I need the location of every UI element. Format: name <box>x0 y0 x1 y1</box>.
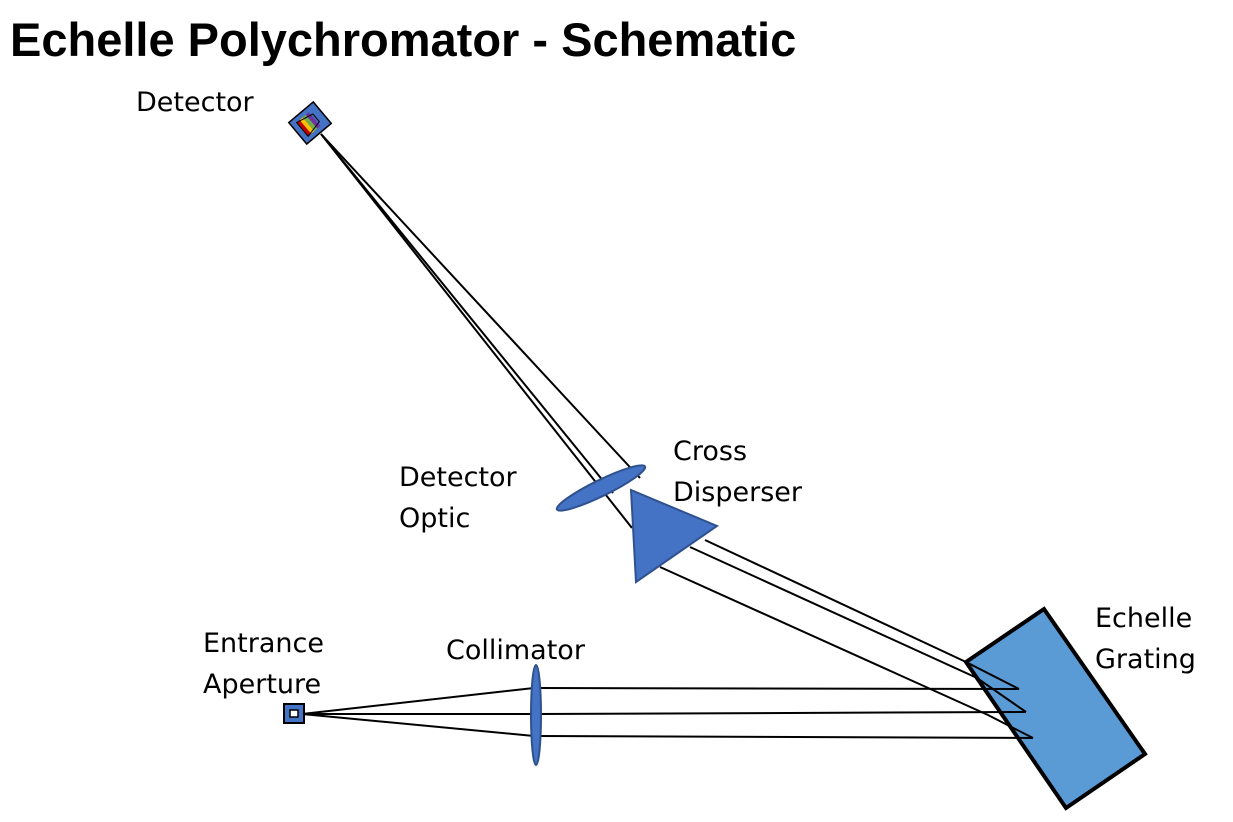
rays-collimated <box>537 687 1034 739</box>
entrance-aperture <box>283 703 305 724</box>
ray-collimated-middle <box>537 711 1027 715</box>
detector-label-line1: Detector <box>136 87 254 118</box>
echelle-grating <box>963 606 1148 811</box>
detector-stripe-yellow <box>299 117 315 134</box>
ray-input-top <box>301 687 535 715</box>
detector-optic-lens <box>555 464 647 512</box>
ray-diffracted-3 <box>659 566 1034 739</box>
page-title: Echelle Polychromator - Schematic <box>10 13 797 66</box>
ray-input-bottom <box>301 713 535 737</box>
detector-optic-label-line2: Optic <box>399 503 471 534</box>
cross-disperser-label: Cross Disperser <box>673 431 802 513</box>
entrance-aperture-label-line1: Entrance <box>203 628 324 659</box>
ray-collimated-bottom <box>537 735 1034 739</box>
ray-detector-2 <box>320 133 614 494</box>
ray-detector-1 <box>320 133 633 529</box>
echelle-grating-label: Echelle Grating <box>1095 598 1196 680</box>
cross-disperser-label-line2: Disperser <box>673 477 802 508</box>
detector-trace <box>295 113 320 138</box>
entrance-aperture-label: Entrance Aperture <box>203 623 324 705</box>
detector-stripe-green <box>302 114 318 132</box>
rays-to-detector <box>320 133 641 529</box>
detector-stripe-red <box>296 119 312 137</box>
rays-input <box>301 687 535 737</box>
entrance-aperture-label-line2: Aperture <box>203 669 322 700</box>
collimator-lens <box>530 664 542 766</box>
echelle-grating-label-line2: Grating <box>1095 644 1196 675</box>
ray-collimated-top <box>537 687 1020 690</box>
cross-disperser-prism <box>629 488 720 584</box>
ray-detector-3 <box>320 133 641 479</box>
collimator-label: Collimator <box>446 630 585 671</box>
echelle-grating-label-line1: Echelle <box>1095 603 1193 634</box>
entrance-aperture-slit <box>289 709 299 718</box>
detector-optic-label-line1: Detector <box>399 462 517 493</box>
ray-diffracted-1 <box>704 539 1020 690</box>
collimator-label-line1: Collimator <box>446 635 585 666</box>
cross-disperser-label-line1: Cross <box>673 436 748 467</box>
rays-diffracted <box>659 539 1034 739</box>
detector <box>287 100 333 146</box>
ray-diffracted-2 <box>689 546 1027 713</box>
detector-optic-label: Detector Optic <box>399 457 517 539</box>
detector-label: Detector <box>136 82 254 123</box>
